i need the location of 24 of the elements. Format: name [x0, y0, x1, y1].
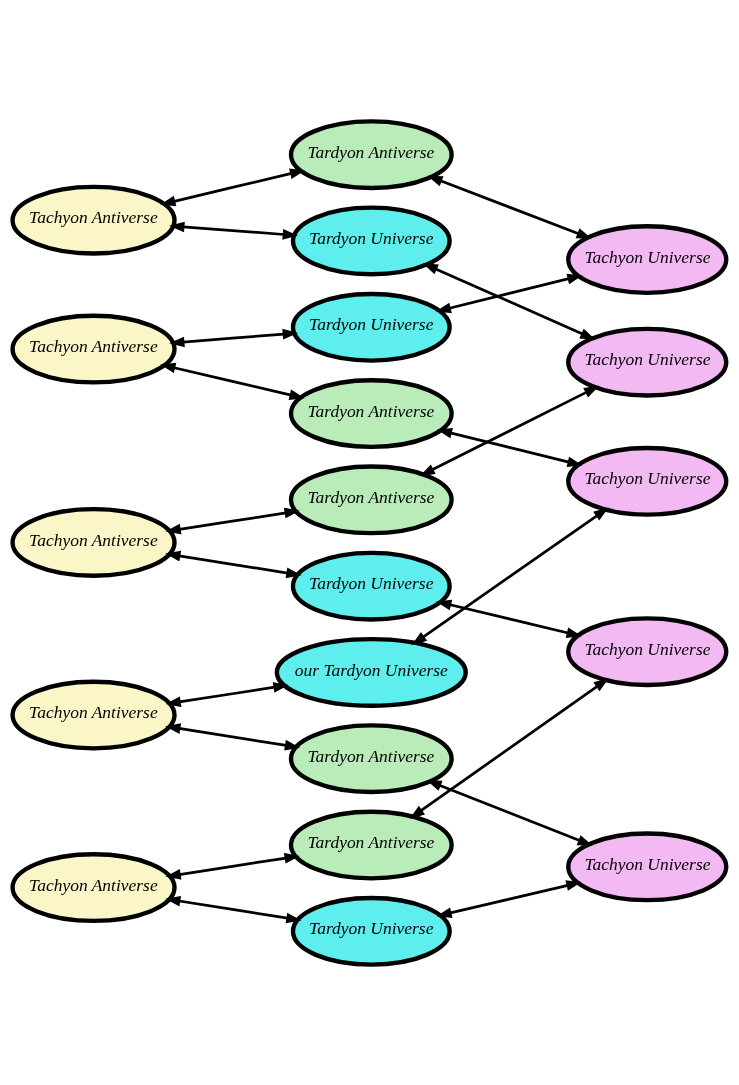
node-ellipse: Tachyon Antiverse [10, 679, 177, 751]
arrow [419, 385, 600, 476]
arrow [165, 507, 300, 534]
arrow [436, 879, 582, 918]
arrow [436, 599, 582, 638]
arrow [411, 506, 609, 645]
arrow [169, 221, 299, 240]
arrow [165, 895, 302, 923]
arrow [426, 779, 593, 846]
arrow [427, 175, 592, 239]
node-ellipse: Tachyon Antiverse [10, 851, 177, 923]
arrow [409, 677, 609, 819]
arrow [169, 328, 299, 347]
arrow [165, 852, 300, 880]
arrow [165, 550, 302, 578]
arrow [160, 362, 305, 400]
arrow [165, 681, 289, 707]
node-ellipse: Tardyon Antiverse [288, 809, 454, 881]
arrow [436, 427, 583, 467]
arrow [165, 722, 301, 750]
arrow [160, 167, 306, 206]
node-ellipse: Tachyon Antiverse [10, 506, 177, 578]
arrow [422, 262, 596, 340]
arrow [435, 273, 583, 313]
